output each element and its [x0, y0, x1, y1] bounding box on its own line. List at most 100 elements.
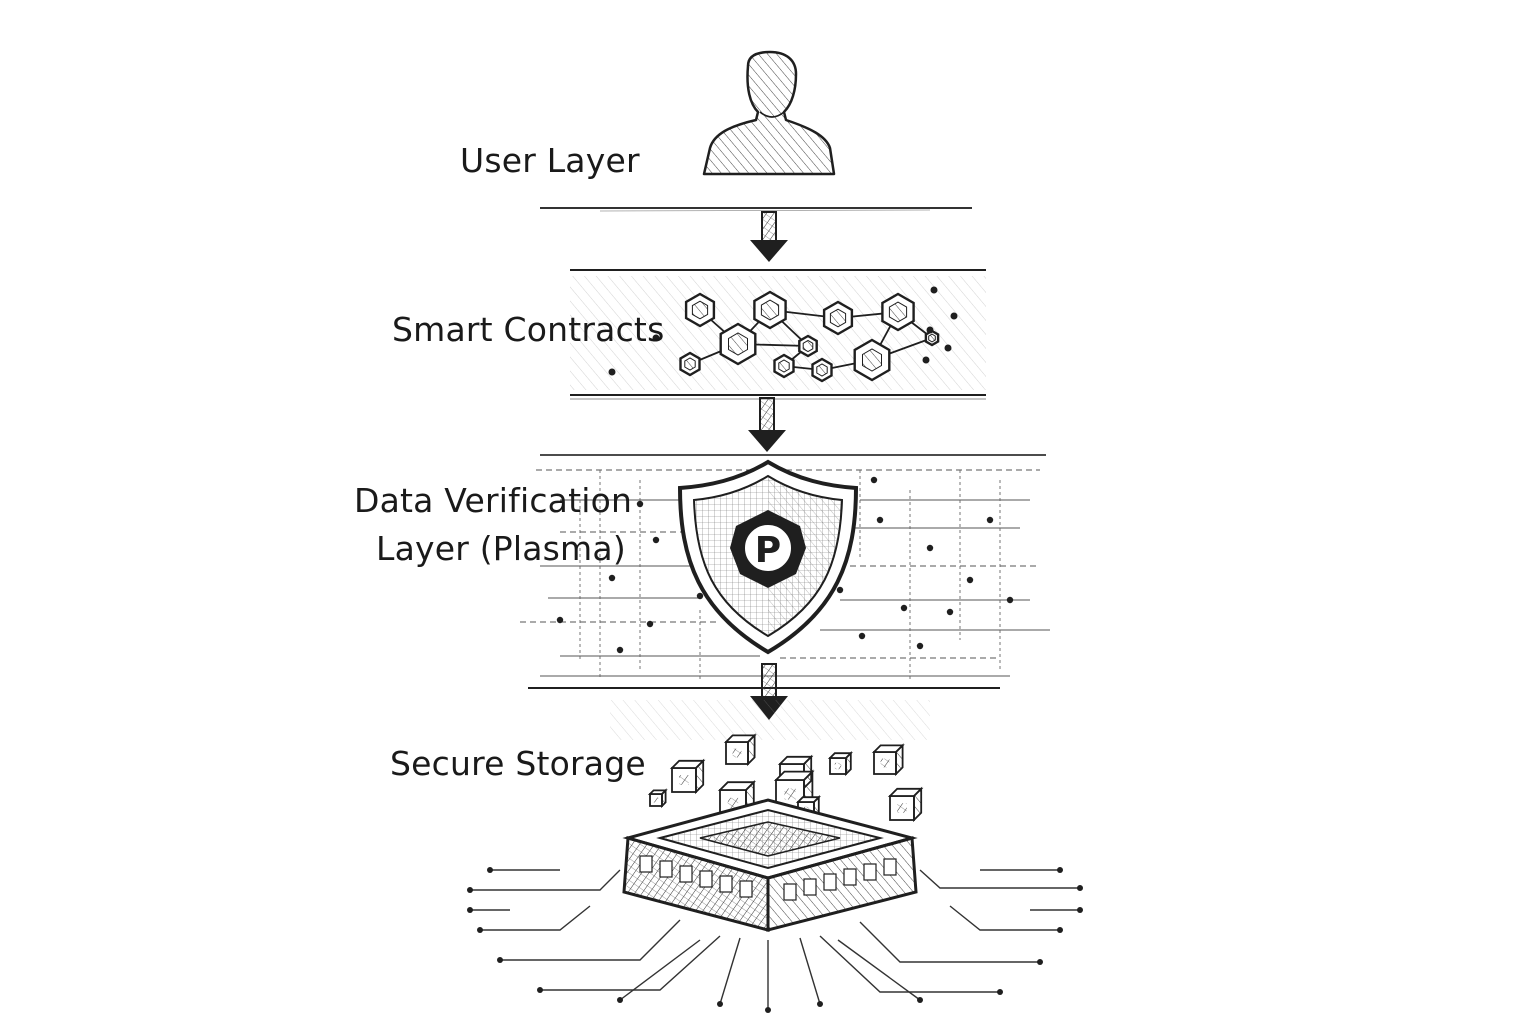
storage-hatch-background: [610, 700, 930, 740]
secure-storage-label: Secure Storage: [390, 744, 646, 783]
circuit-node: [616, 646, 624, 654]
board-trace: [919, 869, 1080, 889]
board-trace: [949, 905, 1060, 931]
circuit-node: [966, 576, 974, 584]
board-pad: [467, 887, 473, 893]
circuit-node: [556, 616, 564, 624]
verification-label-line1: Data Verification: [354, 481, 633, 520]
port-slot: [719, 875, 733, 893]
board-pad: [1057, 927, 1063, 933]
hexagon-core: [778, 359, 790, 373]
server-chip-icon: [622, 798, 918, 932]
network-dot: [950, 312, 958, 320]
board-pad: [1037, 959, 1043, 965]
plasma-badge-letter: P: [755, 530, 781, 571]
user-layer-label: User Layer: [460, 141, 640, 180]
port-slot: [639, 855, 653, 873]
circuit-node: [652, 536, 660, 544]
hexagon-core: [728, 332, 748, 356]
separator-line: [540, 207, 972, 212]
hexagon-core: [862, 348, 882, 372]
board-trace: [719, 937, 741, 1005]
network-dot: [652, 334, 660, 342]
data-cube: [827, 751, 853, 777]
board-trace: [540, 935, 721, 991]
port-slot: [823, 873, 837, 891]
user-silhouette-icon: [702, 50, 836, 176]
port-slot: [883, 858, 897, 876]
network-dot: [922, 356, 930, 364]
data-cube: [669, 758, 706, 795]
board-pad: [1077, 885, 1083, 891]
circuit-node: [900, 604, 908, 612]
board-trace: [470, 869, 621, 891]
board-pad: [1057, 867, 1063, 873]
circuit-node: [986, 516, 994, 524]
hexagon-core: [829, 308, 847, 328]
board-pad: [537, 987, 543, 993]
data-cube: [647, 788, 668, 809]
circuit-node: [646, 620, 654, 628]
hexagon-core: [691, 300, 709, 320]
plasma-badge: P: [730, 510, 806, 588]
board-trace: [480, 905, 591, 931]
board-pad: [817, 1001, 823, 1007]
circuit-node: [916, 642, 924, 650]
board-pad: [487, 867, 493, 873]
circuit-node: [608, 574, 616, 582]
board-pad: [1077, 907, 1083, 913]
board-pad: [765, 1007, 771, 1013]
board-trace: [619, 939, 701, 1001]
board-trace: [819, 935, 1000, 993]
port-slot: [863, 863, 877, 881]
circuit-node: [926, 544, 934, 552]
board-pad: [717, 1001, 723, 1007]
board-trace: [837, 939, 921, 1001]
port-slot: [843, 868, 857, 886]
port-slot: [739, 880, 753, 898]
board-pad: [917, 997, 923, 1003]
hexagon-core: [684, 357, 696, 371]
data-cube: [871, 743, 905, 777]
network-dot: [944, 344, 952, 352]
board-pad: [997, 989, 1003, 995]
shield-icon: P: [677, 459, 859, 655]
circuit-node: [836, 586, 844, 594]
arrow-down-icon: [748, 397, 786, 452]
port-slot: [699, 870, 713, 888]
hexagon-network-icon: [608, 286, 958, 383]
network-dot: [930, 286, 938, 294]
board-pad: [497, 957, 503, 963]
data-cube: [887, 786, 924, 823]
circuit-board-traces: [467, 867, 1083, 1013]
circuit-node: [876, 516, 884, 524]
verification-label-line2: Layer (Plasma): [376, 529, 626, 568]
board-pad: [467, 907, 473, 913]
smart-contracts-label: Smart Contracts: [392, 310, 665, 349]
hexagon-core: [928, 333, 936, 343]
port-slot: [783, 883, 797, 901]
board-trace: [799, 937, 821, 1005]
port-slot: [679, 865, 693, 883]
circuit-node: [946, 608, 954, 616]
circuit-node: [1006, 596, 1014, 604]
circuit-node: [696, 592, 704, 600]
board-pad: [617, 997, 623, 1003]
circuit-node: [870, 476, 878, 484]
hexagon-core: [888, 301, 908, 323]
network-dot: [926, 326, 934, 334]
network-dot: [608, 368, 616, 376]
port-slot: [803, 878, 817, 896]
board-pad: [477, 927, 483, 933]
port-slot: [659, 860, 673, 878]
hexagon-core: [802, 339, 814, 353]
circuit-node: [636, 500, 644, 508]
hexagon-core: [760, 299, 780, 321]
hexagon-core: [816, 363, 828, 377]
data-cube: [723, 733, 757, 767]
arrow-down-icon: [750, 211, 788, 262]
board-trace: [859, 921, 1040, 963]
board-trace: [500, 919, 681, 961]
